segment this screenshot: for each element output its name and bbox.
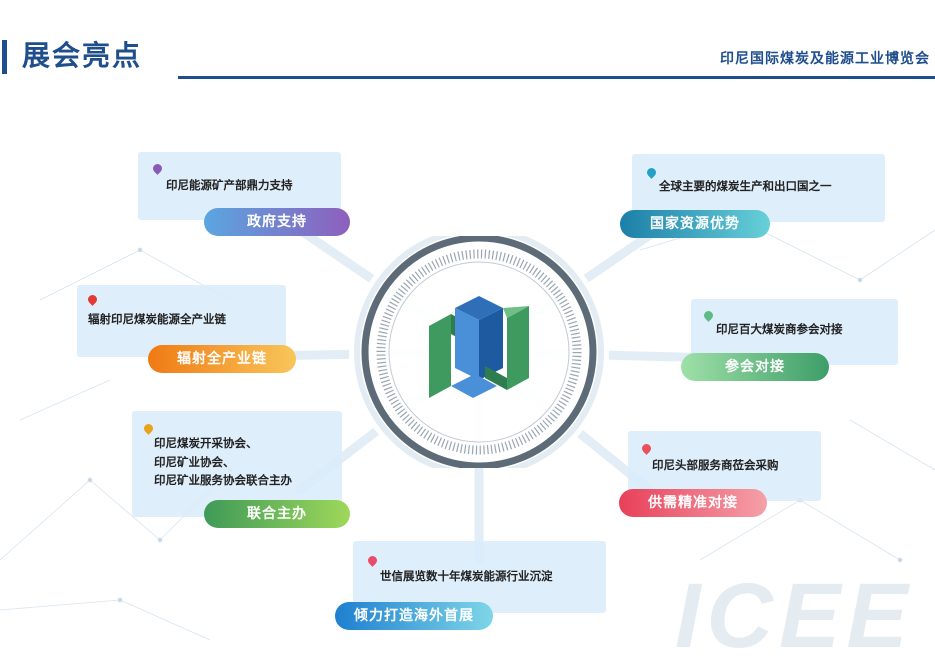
- title-accent-bar: [2, 40, 7, 74]
- highlight-desc-line: 印尼煤炭开采协会、: [154, 436, 258, 450]
- header-divider: [178, 76, 935, 79]
- expo-name: 印尼国际煤炭及能源工业博览会: [720, 51, 930, 67]
- highlight-label-co-organizers: 联合主办: [204, 500, 350, 528]
- highlight-desc: 印尼百大煤炭商参会对接: [716, 322, 843, 336]
- highlight-card-co-organizers: [132, 411, 342, 517]
- highlight-desc: 世信展览数十年煤炭能源行业沉淀: [380, 569, 553, 583]
- highlight-desc: 辐射印尼煤炭能源全产业链: [88, 312, 226, 326]
- highlight-desc-line: 印尼矿业协会、: [154, 455, 235, 469]
- hub-emblem: [349, 236, 609, 468]
- highlight-desc: 印尼能源矿产部鼎力支持: [166, 178, 293, 192]
- brand-logo-icon: [429, 296, 529, 398]
- highlight-desc: 印尼头部服务商莅会采购: [652, 458, 779, 472]
- highlight-label-overseas-debut: 倾力打造海外首展: [335, 602, 493, 630]
- highlight-label-government: 政府支持: [204, 208, 350, 236]
- highlight-desc-line: 印尼矿业服务协会联合主办: [154, 473, 292, 487]
- highlight-label-matchmaking: 参会对接: [681, 353, 829, 381]
- highlight-label-resources: 国家资源优势: [620, 210, 770, 238]
- highlight-label-industry-chain: 辐射全产业链: [148, 345, 296, 373]
- highlight-desc: 全球主要的煤炭生产和出口国之一: [659, 179, 832, 193]
- page-title: 展会亮点: [22, 39, 143, 72]
- icee-watermark: ICEE: [675, 565, 914, 667]
- highlight-label-supply-demand: 供需精准对接: [619, 489, 767, 517]
- highlight-card-overseas-debut: [353, 541, 606, 613]
